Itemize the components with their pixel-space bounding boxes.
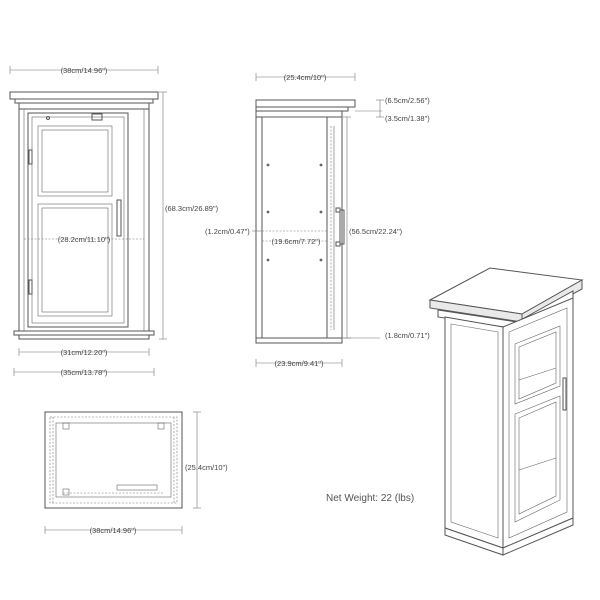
side-top-depth-label: (25.4cm/10") xyxy=(284,73,327,82)
side-base-depth-label: (23.9cm/9.41") xyxy=(275,359,324,368)
side-wall-thickness-label: (1.2cm/0.47") xyxy=(205,227,250,236)
side-base-height-label: (1.8cm/0.71") xyxy=(385,331,430,340)
top-width-label: (38cm/14.96") xyxy=(90,526,137,535)
side-crown-lower-label: (3.5cm/1.38") xyxy=(385,114,430,123)
side-interior-height-label: (56.5cm/22.24") xyxy=(349,227,403,236)
side-view: (25.4cm/10") (6.5cm/2.56") (3.5cm/ xyxy=(205,73,430,368)
top-view: (25.4cm/10") (38cm/14.96") xyxy=(44,411,228,535)
front-height-label: (68.3cm/26.89") xyxy=(165,204,219,213)
front-overall-base-width-label: (35cm/13.78") xyxy=(61,368,108,377)
side-interior-depth-label: (19.6cm/7.72") xyxy=(272,237,321,246)
top-depth-label: (25.4cm/10") xyxy=(185,463,228,472)
net-weight-label: Net Weight: 22 (lbs) xyxy=(326,493,414,504)
side-crown-height-label: (6.5cm/2.56") xyxy=(385,96,430,105)
isometric-view xyxy=(428,267,584,556)
front-door-width-label: (28.2cm/11.10") xyxy=(58,235,111,244)
front-view: (38cm/14.96") (28.2cm/11.10") xyxy=(9,66,219,377)
front-top-width-label: (38cm/14.96") xyxy=(61,66,108,75)
front-base-width-label: (31cm/12.20") xyxy=(61,348,108,357)
